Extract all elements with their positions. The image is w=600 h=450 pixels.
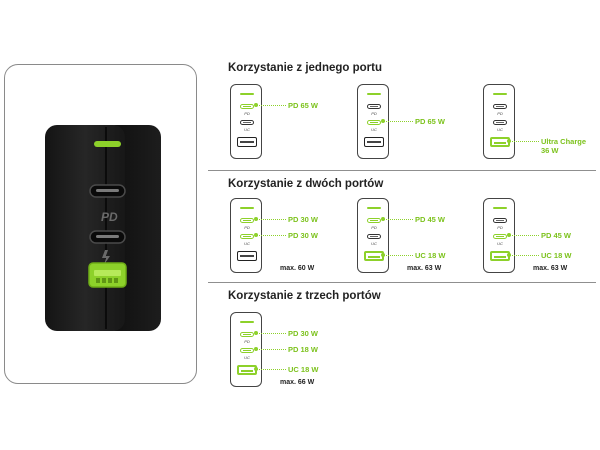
uc-port-label: UC: [244, 355, 250, 360]
port-diagram-card: PD UC: [483, 198, 515, 273]
uc-port-label: UC: [497, 241, 503, 246]
led-indicator: [367, 93, 381, 95]
usb-a-port: [237, 137, 257, 147]
charger-front: [45, 125, 125, 331]
usb-c-port-1: [240, 218, 254, 223]
led-indicator: [367, 207, 381, 209]
usb-c-port-1: [493, 104, 507, 109]
section-title-one-port: Korzystanie z jednego portu: [228, 62, 382, 74]
power-callout: PD 30 W: [288, 231, 319, 240]
pd-port-label: PD: [497, 111, 503, 116]
max-power-label: max. 60 W: [280, 265, 315, 272]
uc-port-label: UC: [371, 241, 377, 246]
led-indicator: [94, 141, 121, 147]
pd-port-label: PD: [371, 225, 377, 230]
callout-leader-line: [381, 217, 413, 221]
callout-leader-line: [381, 119, 413, 123]
usb-c-port-1: [493, 218, 507, 223]
power-callout: PD 30 W: [288, 215, 319, 224]
led-indicator: [493, 207, 507, 209]
section-divider: [208, 282, 596, 283]
pd-port-label: PD: [244, 339, 250, 344]
usb-c-port-2: [240, 234, 254, 239]
power-callout: UC 18 W: [288, 365, 319, 374]
power-callout-line: 36 W: [541, 146, 559, 155]
usb-c-port-1: [240, 332, 254, 337]
pd-port-label: PD: [244, 225, 250, 230]
usb-a-port: [237, 251, 257, 261]
power-callout: UC 18 W: [541, 251, 572, 260]
product-photo-frame: PD: [4, 64, 197, 384]
usb-c-port-1: [240, 104, 254, 109]
charger-illustration: PD: [45, 125, 161, 331]
uc-bolt-icon: [102, 250, 110, 265]
callout-leader-line: [254, 367, 286, 371]
usb-c-port-2: [240, 120, 254, 125]
power-callout: PD 18 W: [288, 345, 319, 354]
power-callout: PD 30 W: [288, 329, 319, 338]
callout-leader-line: [254, 347, 286, 351]
power-callout: PD 45 W: [415, 215, 446, 224]
usb-c-port-2: [367, 120, 381, 125]
power-callout: PD 65 W: [415, 117, 446, 126]
max-power-label: max. 63 W: [407, 265, 442, 272]
pd-port-label: PD: [497, 225, 503, 230]
section-divider: [208, 170, 596, 171]
usb-c-port-2: [493, 234, 507, 239]
usb-c-port-1: [367, 218, 381, 223]
callout-leader-line: [254, 103, 286, 107]
usb-c-port-2: [367, 234, 381, 239]
uc-port-label: UC: [371, 127, 377, 132]
uc-port-label: UC: [497, 127, 503, 132]
section-title-two-ports: Korzystanie z dwóch portów: [228, 178, 384, 190]
power-callout-line: Ultra Charge: [541, 137, 587, 146]
pd-letters-icon: PD: [101, 210, 118, 224]
usb-a-port: [364, 137, 384, 147]
power-callout: PD 65 W: [288, 101, 319, 110]
port-diagram-card: PD UC: [483, 84, 515, 159]
uc-port-label: UC: [244, 241, 250, 246]
section-title-three-ports: Korzystanie z trzech portów: [228, 290, 381, 302]
pd-port-label: PD: [244, 111, 250, 116]
pd-port-label: PD: [371, 111, 377, 116]
max-power-label: max. 63 W: [533, 265, 568, 272]
led-indicator: [240, 321, 254, 323]
power-callout: PD 45 W: [541, 231, 572, 240]
led-indicator: [493, 93, 507, 95]
usb-c-port-2: [240, 348, 254, 353]
callout-leader-line: [254, 217, 286, 221]
port-diagram-card: PD UC: [230, 312, 262, 387]
callout-leader-line: [507, 253, 539, 257]
port-diagram-card: PD UC: [230, 84, 262, 159]
usb-c-port-2: [493, 120, 507, 125]
port-diagram-card: PD UC: [357, 198, 389, 273]
led-indicator: [240, 207, 254, 209]
usb-c-port-1: [367, 104, 381, 109]
callout-leader-line: [381, 253, 413, 257]
max-power-label: max. 66 W: [280, 379, 315, 386]
power-callout: UC 18 W: [415, 251, 446, 260]
uc-port-label: UC: [244, 127, 250, 132]
callout-leader-line: [254, 233, 286, 237]
callout-leader-line: [507, 233, 539, 237]
callout-leader-line: [254, 331, 286, 335]
led-indicator: [240, 93, 254, 95]
callout-leader-line: [507, 139, 539, 143]
